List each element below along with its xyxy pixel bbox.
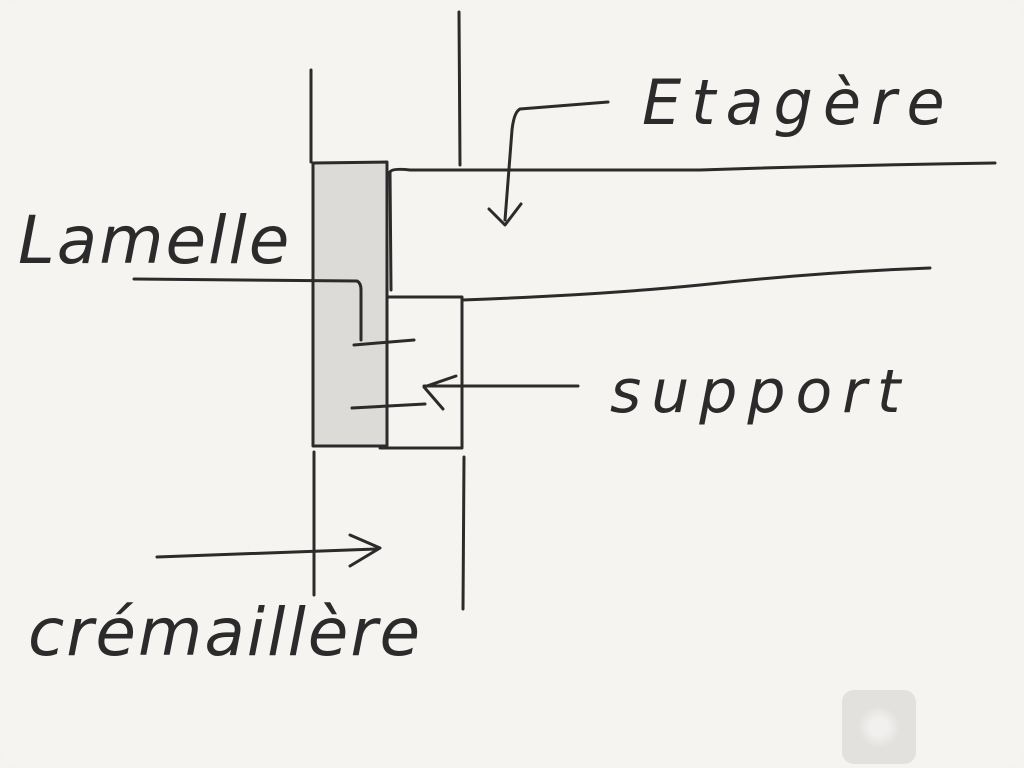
support-shape <box>378 295 464 450</box>
cremaillere-pointer <box>155 547 378 559</box>
etagere-left-edge <box>388 170 393 292</box>
etagere-bottom-line <box>460 266 932 302</box>
label-etagere: Etagère <box>642 66 955 139</box>
lamelle-pointer <box>132 277 363 342</box>
cremaillere-line-right-bottom <box>461 455 466 611</box>
cremaillere-arrowhead <box>348 533 382 568</box>
lamelle-shape <box>311 160 389 448</box>
tick-mark-lower <box>350 402 427 410</box>
tick-mark-upper <box>352 338 416 347</box>
etagere-top-line <box>388 161 997 174</box>
support-arrowhead <box>422 374 458 411</box>
brush-tool-button[interactable] <box>842 690 916 764</box>
label-support: support <box>610 357 911 427</box>
brush-tool-icon <box>859 707 899 747</box>
etagere-arrowhead <box>487 202 523 227</box>
label-lamelle: Lamelle <box>18 202 292 279</box>
etagere-pointer <box>503 100 610 222</box>
cremaillere-line-right-top <box>457 10 462 167</box>
label-cremaillere: crémaillère <box>28 594 423 671</box>
